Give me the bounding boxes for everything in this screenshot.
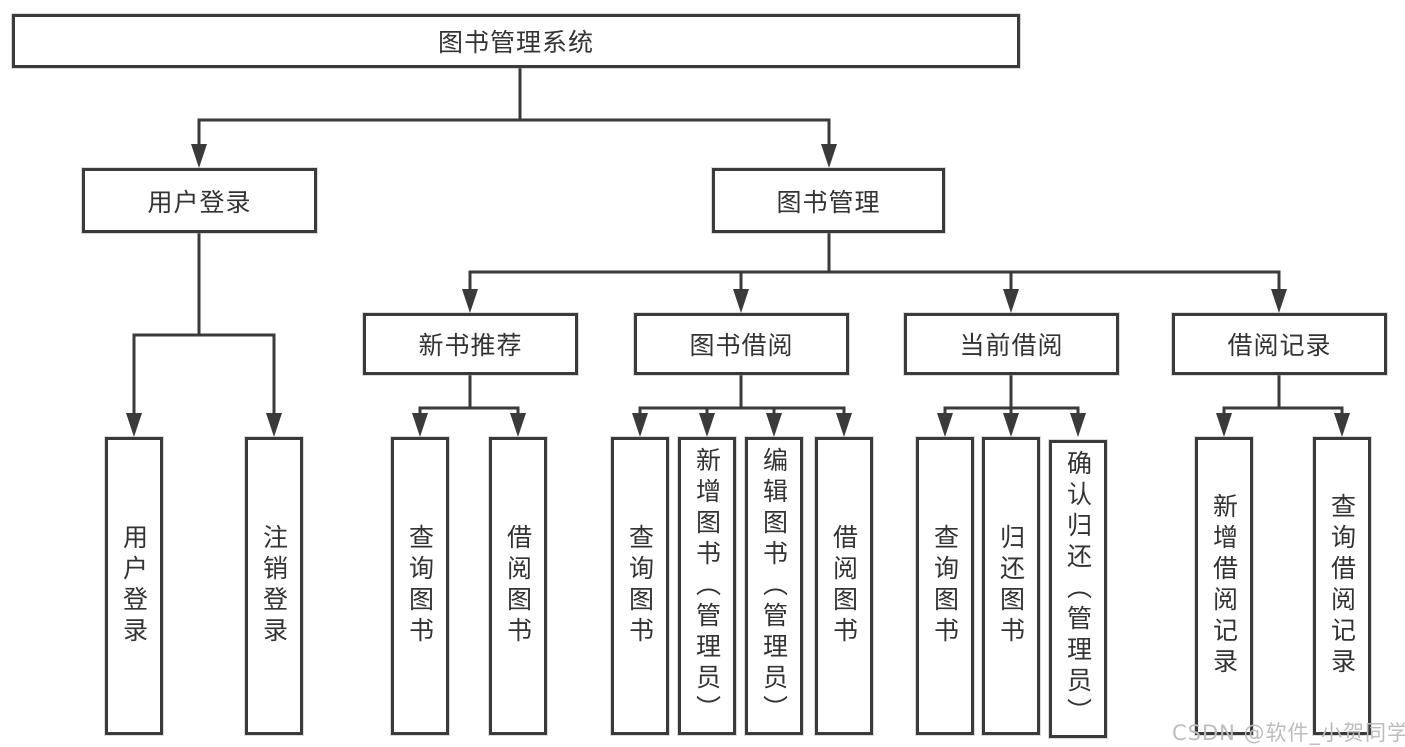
node-leaf-add-borrow-record: 新增借阅记录 — [1195, 437, 1253, 735]
node-leaf-confirm-return-admin: 确认归还（管理员） — [1049, 440, 1107, 738]
node-leaf-return-books: 归还图书 — [982, 437, 1040, 735]
node-borrowing-records: 借阅记录 — [1172, 313, 1387, 375]
node-leaf-query-books-current: 查询图书 — [916, 437, 974, 735]
node-leaf-query-books-borrowing: 查询图书 — [611, 437, 669, 735]
node-user-login: 用户登录 — [82, 168, 317, 233]
node-leaf-query-books-recommend: 查询图书 — [391, 437, 449, 735]
node-current-borrowing: 当前借阅 — [904, 313, 1119, 375]
node-new-book-recommend: 新书推荐 — [363, 313, 578, 375]
node-root-system: 图书管理系统 — [12, 14, 1020, 68]
node-leaf-add-books-admin: 新增图书（管理员） — [678, 437, 736, 735]
node-leaf-query-borrow-record: 查询借阅记录 — [1313, 437, 1371, 735]
node-leaf-borrow-books: 借阅图书 — [815, 437, 873, 735]
node-leaf-logout: 注销登录 — [245, 437, 303, 735]
node-leaf-edit-books-admin: 编辑图书（管理员） — [745, 437, 803, 735]
node-book-borrowing: 图书借阅 — [634, 313, 849, 375]
node-leaf-borrow-books-recommend: 借阅图书 — [489, 437, 547, 735]
node-book-management: 图书管理 — [712, 168, 945, 233]
node-leaf-user-login: 用户登录 — [105, 437, 163, 735]
